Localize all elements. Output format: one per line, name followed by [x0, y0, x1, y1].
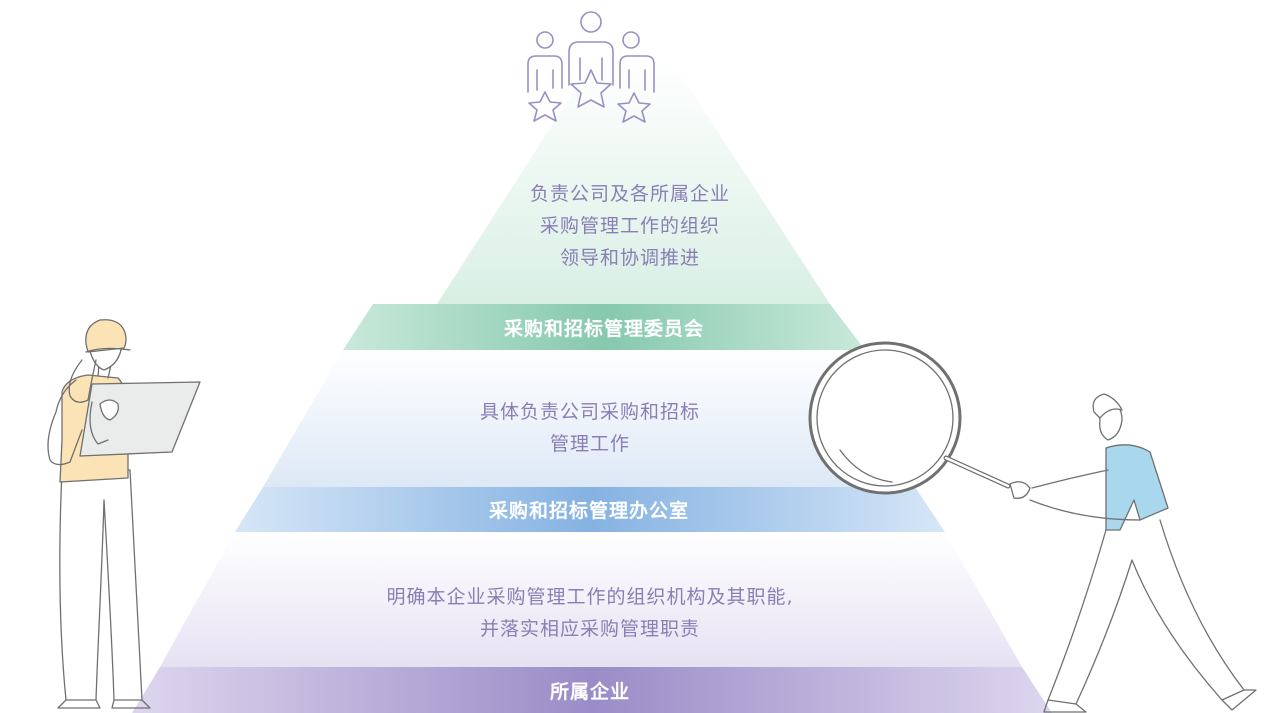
tier-middle-line-1: 具体负责公司采购和招标 [479, 401, 700, 423]
tier-top-line-2: 采购管理工作的组织 [539, 215, 720, 237]
tier-middle-band-label: 采购和招标管理办公室 [488, 500, 689, 522]
tier-bottom-line-2: 并落实相应采购管理职责 [479, 618, 700, 640]
pyramid-band-middle [235, 487, 945, 532]
pyramid-tier-bottom [160, 532, 1022, 667]
tier-bottom-description: 明确本企业采购管理工作的组织机构及其职能, 并落实相应采购管理职责 [290, 581, 890, 645]
team-stars-icon [527, 11, 655, 123]
tier-top-band-label: 采购和招标管理委员会 [503, 318, 704, 340]
tier-middle-line-2: 管理工作 [549, 433, 630, 455]
pyramid-tier-middle [263, 350, 915, 487]
tier-top-line-3: 领导和协调推进 [559, 247, 700, 269]
worker-illustration [47, 319, 201, 709]
tier-bottom-band-label: 所属企业 [549, 681, 630, 703]
tier-top-line-1: 负责公司及各所属企业 [529, 183, 730, 205]
pyramid-tier-top [437, 60, 830, 304]
tier-middle-description: 具体负责公司采购和招标 管理工作 [380, 396, 800, 460]
pyramid-band-bottom [132, 667, 1052, 713]
pyramid-band-top [343, 304, 865, 350]
magnifier-person-illustration [808, 341, 1257, 713]
tier-bottom-line-1: 明确本企业采购管理工作的组织机构及其职能, [386, 586, 794, 608]
tier-top-description: 负责公司及各所属企业 采购管理工作的组织 领导和协调推进 [430, 178, 830, 274]
